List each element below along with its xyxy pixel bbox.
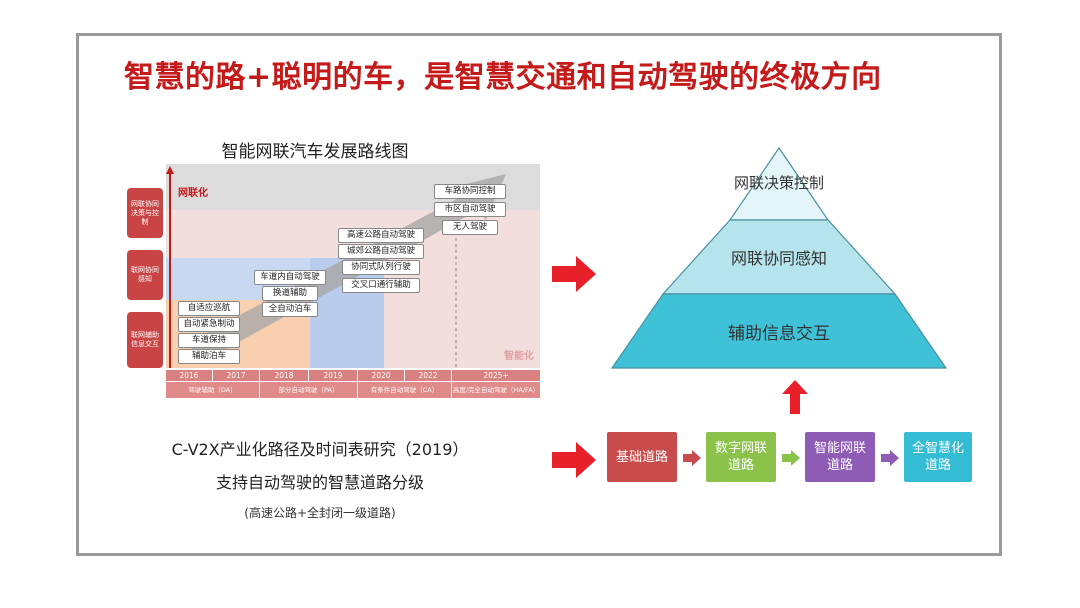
- item-lane-auto: 车道内自动驾驶: [254, 270, 326, 285]
- flow-arrow-3-icon: [881, 450, 899, 466]
- item-intersection: 交叉口通行辅助: [342, 278, 420, 293]
- y-axis-arrowhead: [166, 166, 174, 174]
- item-v2x-control: 车路协同控制: [434, 184, 506, 199]
- pyramid-middle-label: 网联协同感知: [730, 249, 827, 268]
- year-2025: 2025+: [452, 370, 540, 381]
- year-2018: 2018: [260, 370, 308, 381]
- flow-step-smart-road-label: 智能网联道路: [813, 441, 866, 473]
- flow-step-full-smart-road: 全智慧化道路: [904, 432, 972, 482]
- item-suburban-auto: 城郊公路自动驾驶: [338, 244, 424, 259]
- item-acc: 自适应巡航: [178, 301, 240, 316]
- side-label-perception: 联网协同感知: [127, 250, 163, 300]
- stage-da: 驾驶辅助（DA）: [166, 382, 259, 398]
- year-2020: 2020: [358, 370, 404, 381]
- arrow-right-icon: [552, 256, 596, 292]
- item-aeb: 自动紧急制动: [178, 317, 240, 332]
- item-auto-park: 全自动泊车: [262, 302, 318, 317]
- flow-step-smart-road: 智能网联道路: [805, 432, 875, 482]
- flow-step-digital-road: 数字网联道路: [706, 432, 776, 482]
- item-urban-auto: 市区自动驾驶: [434, 202, 506, 217]
- slide-title: 智慧的路+聪明的车，是智慧交通和自动驾驶的终极方向: [124, 60, 882, 95]
- item-platoon: 协同式队列行驶: [342, 260, 420, 275]
- year-2022: 2022: [405, 370, 451, 381]
- side-label-decision: 网联协同决策与控制: [127, 188, 163, 238]
- pyramid-bottom: [610, 293, 948, 369]
- stage-pa: 部分自动驾驶（PA）: [260, 382, 357, 398]
- pyramid-top-label: 网联决策控制: [733, 174, 824, 192]
- caption-grading: 支持自动驾驶的智慧道路分级: [215, 473, 424, 492]
- side-label-info: 联网辅助信息交互: [127, 312, 163, 368]
- flow-step-full-smart-road-label: 全智慧化道路: [911, 441, 964, 473]
- stage-ha-fa: 高度/完全自动驾驶（HA/FA）: [452, 382, 540, 398]
- year-2016: 2016: [166, 370, 212, 381]
- axis-label-connectivity: 网联化: [178, 188, 208, 199]
- flow-arrow-1-icon: [683, 450, 701, 466]
- flow-step-digital-road-label: 数字网联道路: [715, 441, 768, 473]
- arrow-up-icon: [782, 380, 808, 414]
- item-lka: 车道保持: [178, 333, 240, 348]
- roadmap-chart: 网联化 智能化 自适应巡航 自动紧急制动 车道保持 辅助泊车 车道内自动驾驶 换…: [166, 164, 540, 368]
- year-2019: 2019: [309, 370, 357, 381]
- flow-step-basic-road: 基础道路: [607, 432, 677, 482]
- axis-label-intelligence: 智能化: [504, 351, 534, 362]
- flow-arrow-2-icon: [782, 450, 800, 466]
- pyramid: [610, 146, 948, 369]
- caption-source: C-V2X产业化路径及时间表研究（2019）: [171, 440, 469, 459]
- roadmap-title: 智能网联汽车发展路线图: [221, 142, 409, 162]
- caption-scope: (高速公路+全封闭一级道路): [244, 506, 396, 520]
- item-driverless: 无人驾驶: [442, 220, 498, 235]
- stage-ca: 有条件自动驾驶（CA）: [358, 382, 451, 398]
- item-lane-change: 换道辅助: [262, 286, 318, 301]
- pyramid-bottom-label: 辅助信息交互: [728, 324, 830, 344]
- item-park-assist: 辅助泊车: [178, 349, 240, 364]
- year-2017: 2017: [213, 370, 259, 381]
- item-highway-auto: 高速公路自动驾驶: [338, 228, 424, 243]
- arrow-right-icon-2: [552, 442, 596, 478]
